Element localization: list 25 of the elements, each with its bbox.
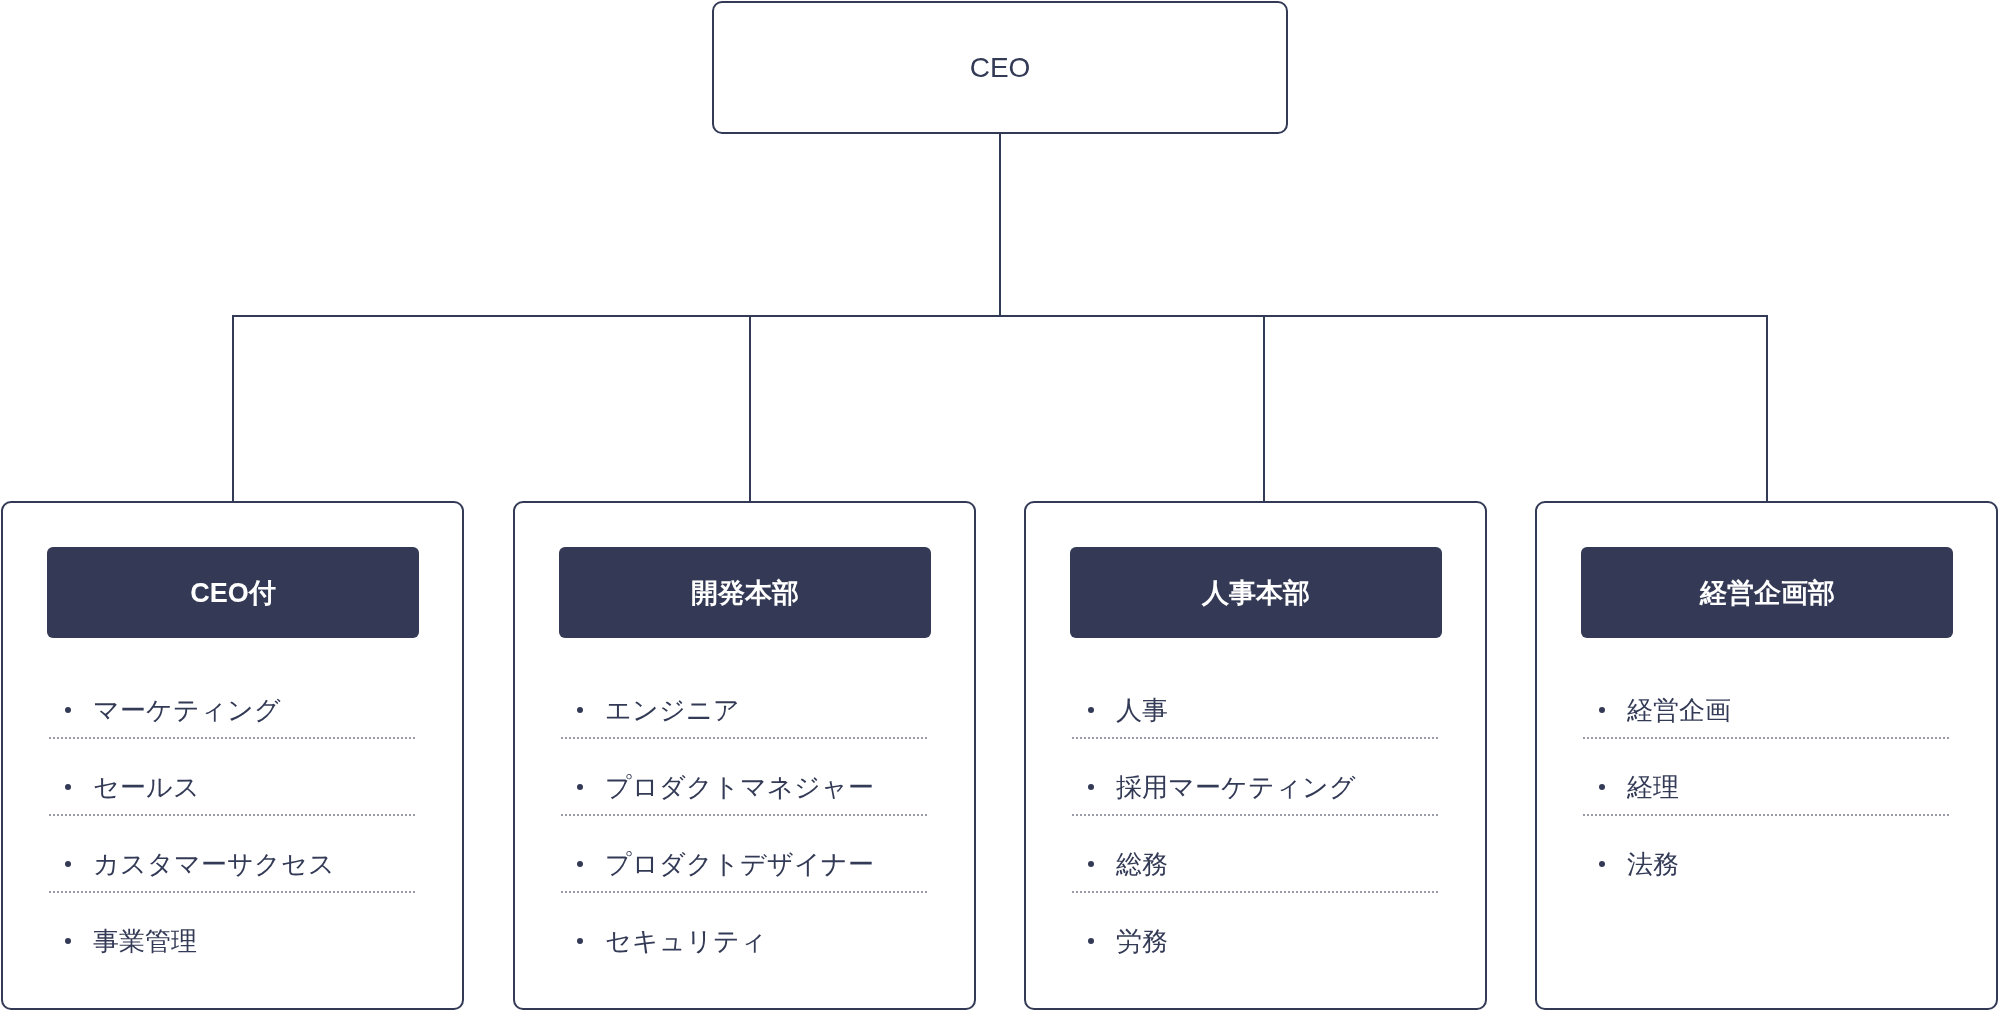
box-label: CEO bbox=[969, 51, 1031, 84]
department-header: 人事本部 bbox=[1070, 547, 1442, 638]
list-item: 経営企画 bbox=[1583, 681, 1949, 739]
list-item: 経理 bbox=[1583, 758, 1949, 816]
list-item: 採用マーケティング bbox=[1072, 758, 1438, 816]
list-item: 法務 bbox=[1583, 835, 1949, 893]
department-card bbox=[1535, 501, 1998, 1010]
department-card bbox=[1, 501, 464, 1010]
list-item: エンジニア bbox=[561, 681, 927, 739]
list-item: 労務 bbox=[1072, 912, 1438, 970]
department-card bbox=[1024, 501, 1487, 1010]
list-item: セールス bbox=[49, 758, 415, 816]
department-header: 経営企画部 bbox=[1581, 547, 1953, 638]
list-item: セキュリティ bbox=[561, 912, 927, 970]
list-item: 総務 bbox=[1072, 835, 1438, 893]
department-header: CEO付 bbox=[47, 547, 419, 638]
list-item: 事業管理 bbox=[49, 912, 415, 970]
list-item: 人事 bbox=[1072, 681, 1438, 739]
list-item: プロダクトマネジャー bbox=[561, 758, 927, 816]
executive-box bbox=[712, 1, 1288, 134]
list-item: マーケティング bbox=[49, 681, 415, 739]
list-item: プロダクトデザイナー bbox=[561, 835, 927, 893]
list-item: カスタマーサクセス bbox=[49, 835, 415, 893]
department-card bbox=[513, 501, 976, 1010]
department-header: 開発本部 bbox=[559, 547, 931, 638]
